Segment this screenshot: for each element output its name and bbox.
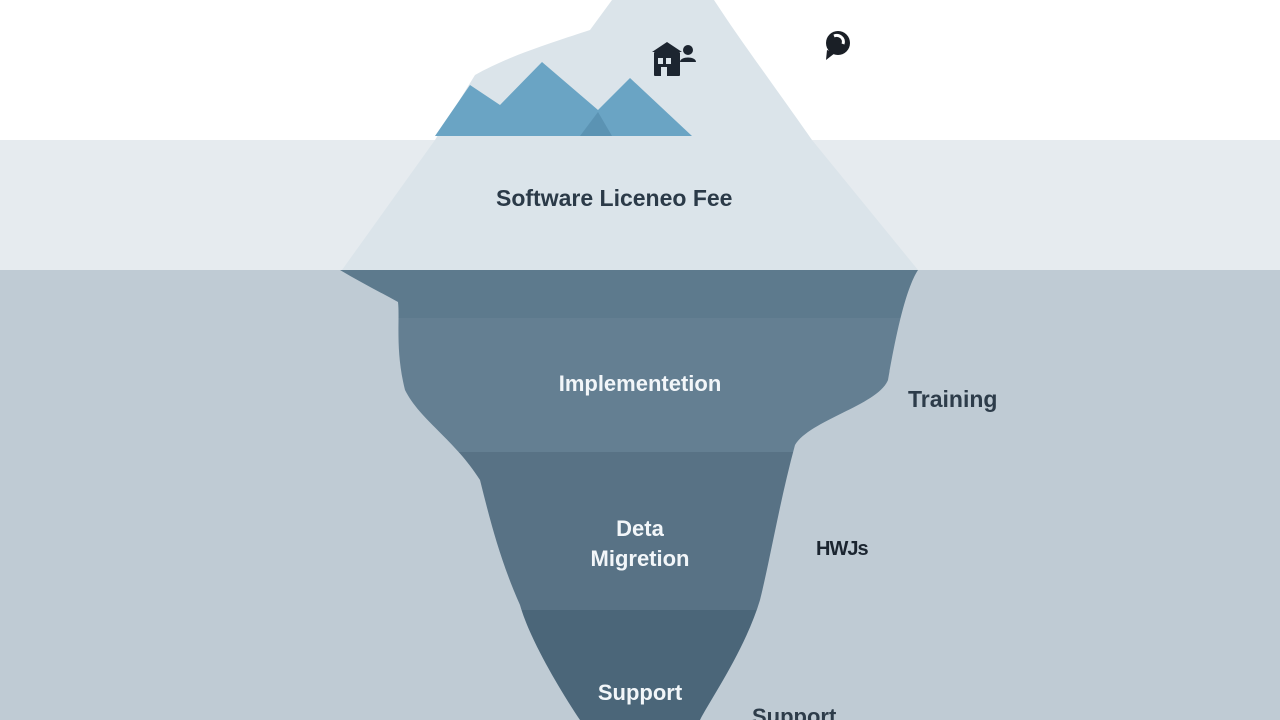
- label-implementation: Implementetion: [558, 371, 722, 396]
- mountain-illustration: [435, 62, 692, 136]
- mountain-shadow: [580, 112, 612, 136]
- label-support: Support: [597, 680, 683, 705]
- side-label-hwjs: HWJs: [816, 538, 869, 560]
- side-label-training: Training: [908, 386, 998, 412]
- store-people-icon: [652, 42, 696, 76]
- speech-bubble-icon: [826, 31, 850, 60]
- side-label-support: Support: [752, 704, 837, 720]
- layer-band-top: [340, 270, 918, 318]
- label-migration: Migretion: [590, 546, 690, 571]
- label-software-license-fee: Software Liceneo Fee: [496, 185, 733, 211]
- label-data: Deta: [616, 516, 664, 541]
